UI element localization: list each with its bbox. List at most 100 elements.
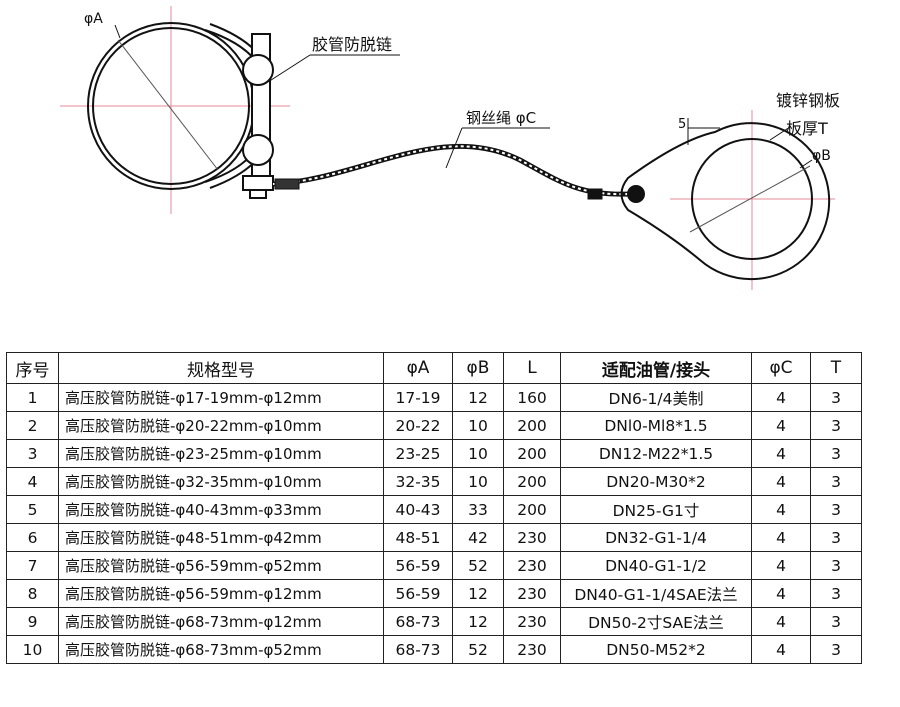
phiB-dimension-line: [689, 165, 811, 233]
cell-fitting: DN20-M30*2: [560, 467, 752, 496]
bolt-assembly: [242, 33, 274, 199]
header-index: 序号: [6, 352, 59, 384]
cell-T: 3: [810, 607, 862, 636]
cell-phiC: 4: [751, 607, 811, 636]
header-T: T: [810, 352, 862, 384]
header-fitting: 适配油管/接头: [560, 352, 752, 384]
leader-lines: [114, 24, 813, 169]
cell-phiB: 33: [452, 495, 504, 524]
phiB-label: φB: [812, 148, 831, 164]
cell-phiB: 42: [452, 523, 504, 552]
cell-L: 200: [503, 495, 561, 524]
cell-index: 8: [6, 579, 59, 608]
cell-T: 3: [810, 383, 862, 412]
cell-fitting: DN40-G1-1/4SAE法兰: [560, 579, 752, 608]
cell-fitting: DN12-M22*1.5: [560, 439, 752, 468]
cell-index: 10: [6, 635, 59, 664]
cell-index: 6: [6, 523, 59, 552]
cell-phiC: 4: [751, 411, 811, 440]
cell-index: 3: [6, 439, 59, 468]
cell-phiA: 23-25: [383, 439, 453, 468]
cell-fitting: DN25-G1寸: [560, 495, 752, 524]
cell-model: 高压胶管防脱链-φ68-73mm-φ52mm: [58, 635, 384, 664]
cell-L: 230: [503, 607, 561, 636]
cell-T: 3: [810, 411, 862, 440]
cell-model: 高压胶管防脱链-φ48-51mm-φ42mm: [58, 523, 384, 552]
cell-fitting: DN32-G1-1/4: [560, 523, 752, 552]
cell-T: 3: [810, 467, 862, 496]
cell-index: 9: [6, 607, 59, 636]
header-phiA: φA: [383, 352, 453, 384]
cell-L: 230: [503, 635, 561, 664]
cell-phiB: 12: [452, 579, 504, 608]
cell-phiA: 56-59: [383, 579, 453, 608]
cell-model: 高压胶管防脱链-φ17-19mm-φ12mm: [58, 383, 384, 412]
cell-L: 200: [503, 467, 561, 496]
dim-5-label: 5: [678, 117, 686, 132]
cell-L: 160: [503, 383, 561, 412]
cell-phiA: 32-35: [383, 467, 453, 496]
header-model: 规格型号: [58, 352, 384, 384]
cell-L: 230: [503, 523, 561, 552]
header-phiC: φC: [751, 352, 811, 384]
cell-T: 3: [810, 579, 862, 608]
cell-phiB: 10: [452, 467, 504, 496]
cell-index: 7: [6, 551, 59, 580]
cell-T: 3: [810, 439, 862, 468]
cell-T: 3: [810, 495, 862, 524]
header-L: L: [503, 352, 561, 384]
cell-phiB: 52: [452, 635, 504, 664]
right-plate: [620, 122, 831, 281]
phiA-label: φA: [84, 11, 103, 27]
cell-phiC: 4: [751, 439, 811, 468]
anti-chain-label: 胶管防脱链: [312, 35, 392, 54]
cell-model: 高压胶管防脱链-φ56-59mm-φ52mm: [58, 551, 384, 580]
cell-phiC: 4: [751, 495, 811, 524]
cell-T: 3: [810, 551, 862, 580]
cell-phiB: 12: [452, 383, 504, 412]
cell-phiC: 4: [751, 579, 811, 608]
cell-phiB: 12: [452, 607, 504, 636]
galv-plate-label: 镀锌钢板: [776, 91, 840, 110]
wire-rope-label: 钢丝绳 φC: [466, 109, 536, 127]
cell-fitting: DN40-G1-1/2: [560, 551, 752, 580]
cell-phiA: 40-43: [383, 495, 453, 524]
cell-model: 高压胶管防脱链-φ20-22mm-φ10mm: [58, 411, 384, 440]
cell-phiA: 17-19: [383, 383, 453, 412]
cell-phiB: 10: [452, 439, 504, 468]
cell-L: 230: [503, 551, 561, 580]
header-phiB: φB: [452, 352, 504, 384]
cell-index: 5: [6, 495, 59, 524]
cell-L: 200: [503, 411, 561, 440]
cell-phiA: 20-22: [383, 411, 453, 440]
wire-rope: [272, 143, 631, 200]
table-header-row: 序号 规格型号 φA φB L 适配油管/接头 φC T: [6, 352, 862, 384]
cell-T: 3: [810, 523, 862, 552]
cell-model: 高压胶管防脱链-φ56-59mm-φ12mm: [58, 579, 384, 608]
cell-model: 高压胶管防脱链-φ32-35mm-φ10mm: [58, 467, 384, 496]
phiA-dimension-line: [117, 39, 219, 171]
cell-index: 4: [6, 467, 59, 496]
cell-phiC: 4: [751, 383, 811, 412]
cell-phiA: 68-73: [383, 607, 453, 636]
cell-phiB: 10: [452, 411, 504, 440]
cell-phiA: 68-73: [383, 635, 453, 664]
cell-index: 1: [6, 383, 59, 412]
cell-fitting: DN50-2寸SAE法兰: [560, 607, 752, 636]
cell-fitting: DNl0-Ml8*1.5: [560, 411, 752, 440]
cell-phiA: 48-51: [383, 523, 453, 552]
cell-model: 高压胶管防脱链-φ40-43mm-φ33mm: [58, 495, 384, 524]
cell-phiC: 4: [751, 523, 811, 552]
cell-index: 2: [6, 411, 59, 440]
cell-phiC: 4: [751, 551, 811, 580]
cell-T: 3: [810, 635, 862, 664]
